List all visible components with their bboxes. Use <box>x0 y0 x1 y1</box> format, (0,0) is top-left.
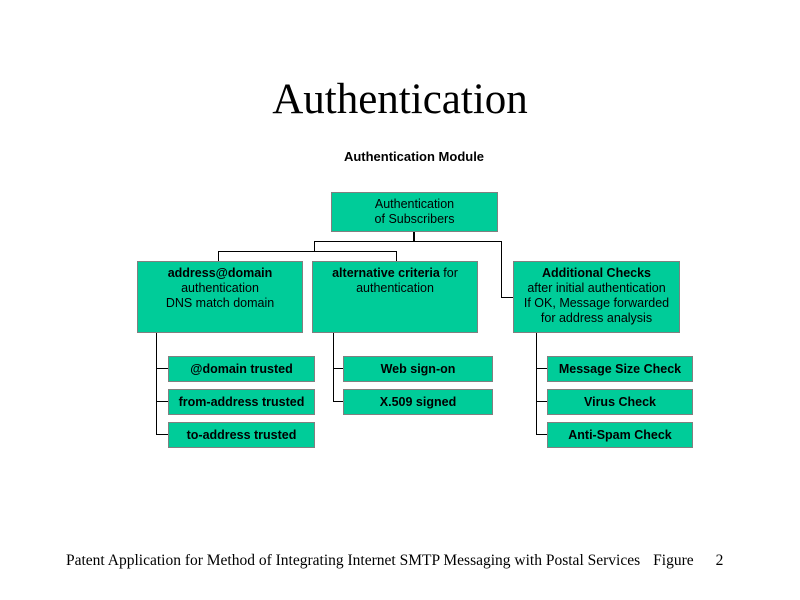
connector-col3-stub-2 <box>536 401 547 402</box>
node-branch1-line-1: authentication <box>181 281 259 295</box>
connector-col1-stub-3 <box>156 434 168 435</box>
connector-col1-stub-2 <box>156 401 168 402</box>
connector-drop-branch2 <box>396 251 397 261</box>
leaf-domain-trusted: @domain trusted <box>168 356 315 382</box>
connector-col1-stub-1 <box>156 368 168 369</box>
node-branch3-title: Additional Checks <box>514 266 679 281</box>
connector-level1-horizontal <box>314 241 502 242</box>
connector-col3-stub-3 <box>536 434 547 435</box>
node-branch3-line-3: for address analysis <box>540 311 653 325</box>
connector-col3-stub-1 <box>536 368 547 369</box>
connector-col2-stub-1 <box>333 368 343 369</box>
leaf-anti-spam-check: Anti-Spam Check <box>547 422 693 448</box>
connector-col1-vertical <box>156 333 157 435</box>
leaf-from-address-trusted: from-address trusted <box>168 389 315 415</box>
footer-text: Patent Application for Method of Integra… <box>66 552 641 569</box>
node-branch2-title-bold: alternative criteria <box>332 266 440 280</box>
connector-drop-branch3 <box>501 241 502 298</box>
connector-col3-vertical <box>536 333 537 435</box>
node-branch2-title-suffix: for <box>439 266 458 280</box>
node-root-line-1: Authentication <box>374 197 455 211</box>
node-branch3-line-2: If OK, Message forwarded <box>523 296 670 310</box>
connector-col2-vertical <box>333 333 334 402</box>
leaf-x509-signed: X.509 signed <box>343 389 493 415</box>
node-branch2-title: alternative criteria for <box>313 266 477 281</box>
node-branch1-title: address@domain <box>138 266 302 281</box>
node-branch1-title-bold: address@domain <box>167 266 273 280</box>
connector-col2-stub-2 <box>333 401 343 402</box>
connector-level1-to-level2 <box>314 241 315 251</box>
connector-stub-branch3 <box>501 297 513 298</box>
connector-level2-horizontal <box>218 251 397 252</box>
node-alternative-criteria: alternative criteria for authentication <box>312 261 478 333</box>
node-branch3-title-bold: Additional Checks <box>541 266 652 280</box>
leaf-to-address-trusted: to-address trusted <box>168 422 315 448</box>
diagram-subtitle: Authentication Module <box>343 149 485 164</box>
figure-number: 2 <box>715 552 724 569</box>
leaf-message-size-check: Message Size Check <box>547 356 693 382</box>
connector-root-drop <box>413 232 415 241</box>
node-additional-checks: Additional Checks after initial authenti… <box>513 261 680 333</box>
node-root-line-2: of Subscribers <box>374 212 455 226</box>
page-title: Authentication <box>272 76 528 123</box>
footer: Patent Application for Method of Integra… <box>66 552 723 570</box>
leaf-web-sign-on: Web sign-on <box>343 356 493 382</box>
node-address-domain-authentication: address@domain authentication DNS match … <box>137 261 303 333</box>
node-branch1-line-2: DNS match domain <box>165 296 275 310</box>
node-authentication-of-subscribers: Authentication of Subscribers <box>331 192 498 232</box>
leaf-virus-check: Virus Check <box>547 389 693 415</box>
connector-drop-branch1 <box>218 251 219 261</box>
node-branch2-line-1: authentication <box>356 281 434 295</box>
figure-label: Figure <box>653 552 694 569</box>
node-branch3-line-1: after initial authentication <box>527 281 666 295</box>
